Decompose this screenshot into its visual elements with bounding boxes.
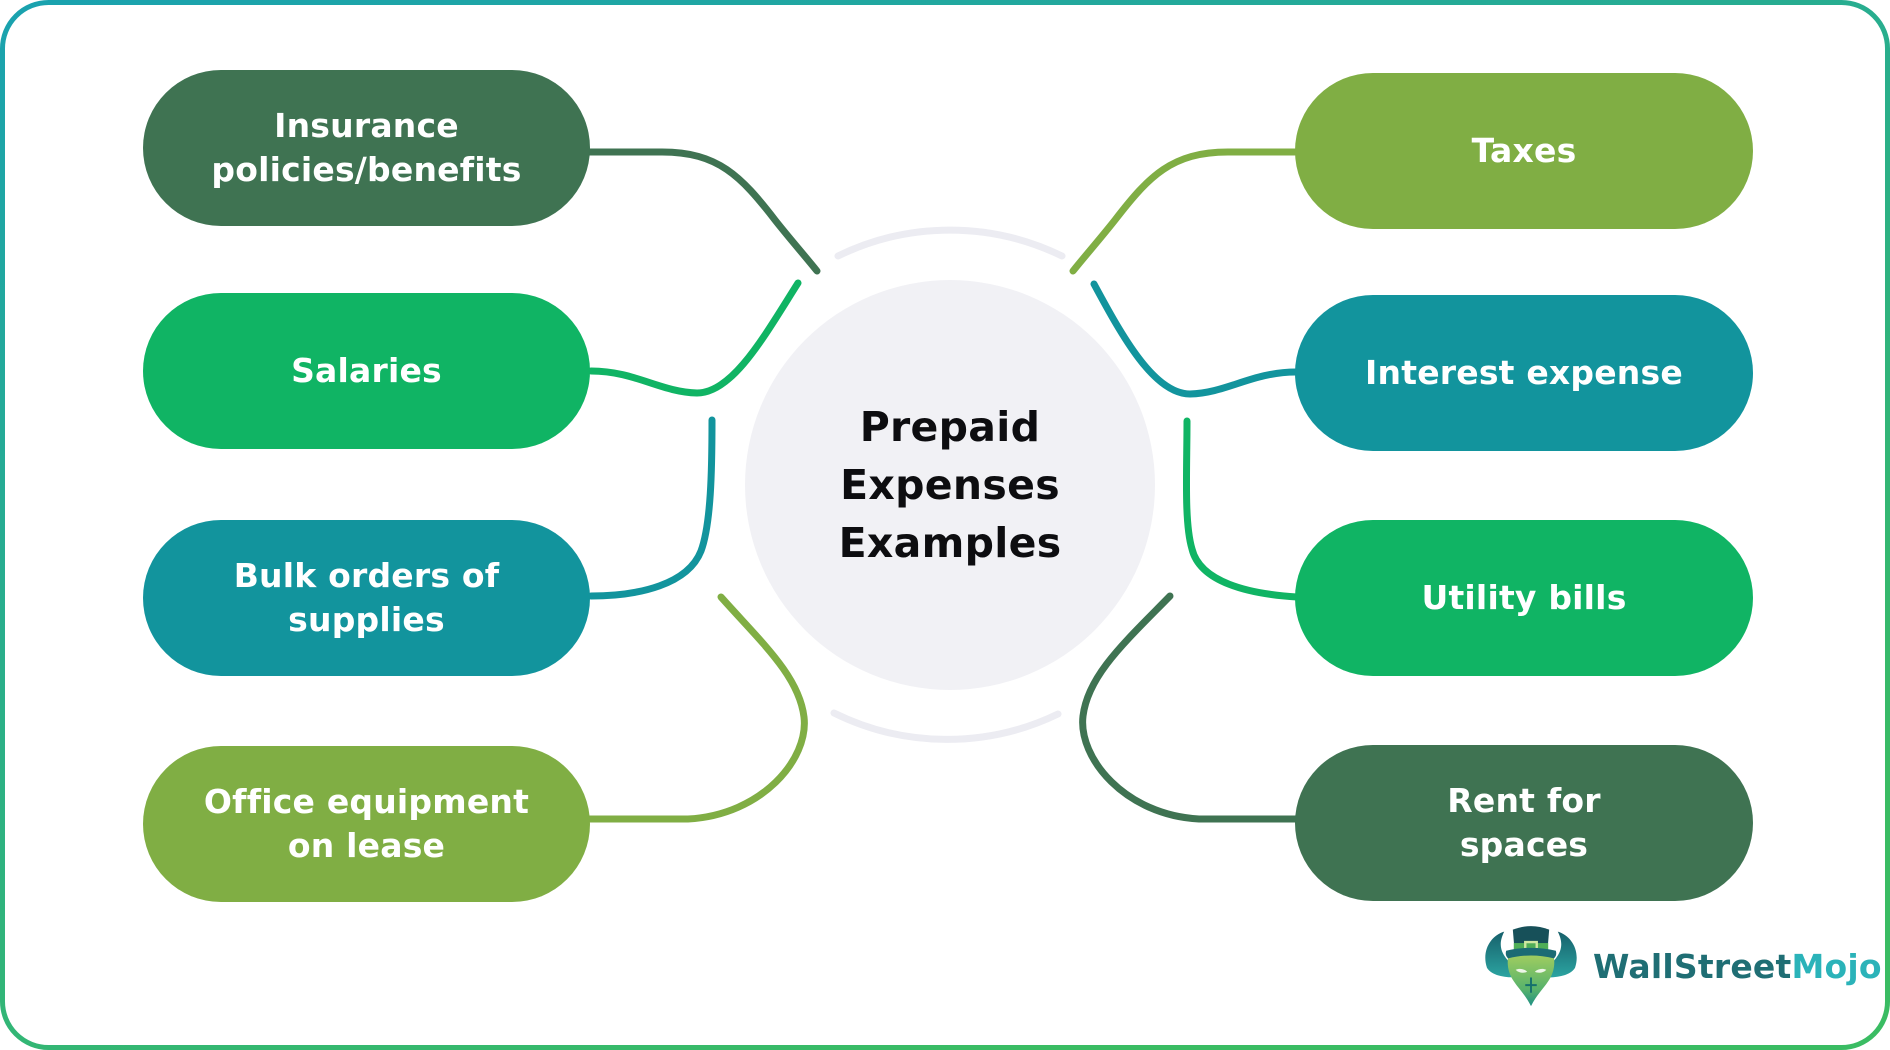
node-bulk-orders: Bulk orders of supplies	[143, 520, 590, 676]
node-salaries: Salaries	[143, 293, 590, 449]
connector-interest-expense	[1090, 280, 1300, 398]
wordmark-wallstreet: WallStreet	[1593, 946, 1792, 986]
connector-salaries	[587, 279, 802, 397]
node-taxes: Taxes	[1295, 73, 1753, 229]
connector-bulk-orders	[587, 416, 716, 600]
connector-insurance	[584, 148, 821, 275]
connector-office-equipment	[586, 593, 808, 823]
connector-rent	[1079, 592, 1301, 823]
center-node-prepaid-expenses: Prepaid Expenses Examples	[745, 280, 1155, 690]
node-interest-expense: Interest expense	[1295, 295, 1753, 451]
node-office-equipment: Office equipment on lease	[143, 746, 590, 902]
node-utility-bills: Utility bills	[1295, 520, 1753, 676]
node-rent-for-spaces: Rent for spaces	[1295, 745, 1753, 901]
center-ring	[830, 226, 1066, 743]
connector-utility-bills	[1182, 417, 1301, 601]
center-title-line: Prepaid	[859, 402, 1041, 451]
connector-taxes	[1069, 148, 1300, 275]
node-insurance-policies: Insurance policies/benefits	[143, 70, 590, 226]
center-title-line: Expenses	[840, 460, 1060, 509]
bull-icon	[1485, 926, 1577, 1007]
connectors	[584, 148, 1301, 823]
wordmark-mojo: Mojo	[1791, 946, 1882, 986]
wallstreetmojo-logo: WallStreetMojo	[1483, 922, 1882, 1010]
center-title-line: Examples	[838, 519, 1062, 568]
wordmark: WallStreetMojo	[1593, 947, 1882, 986]
